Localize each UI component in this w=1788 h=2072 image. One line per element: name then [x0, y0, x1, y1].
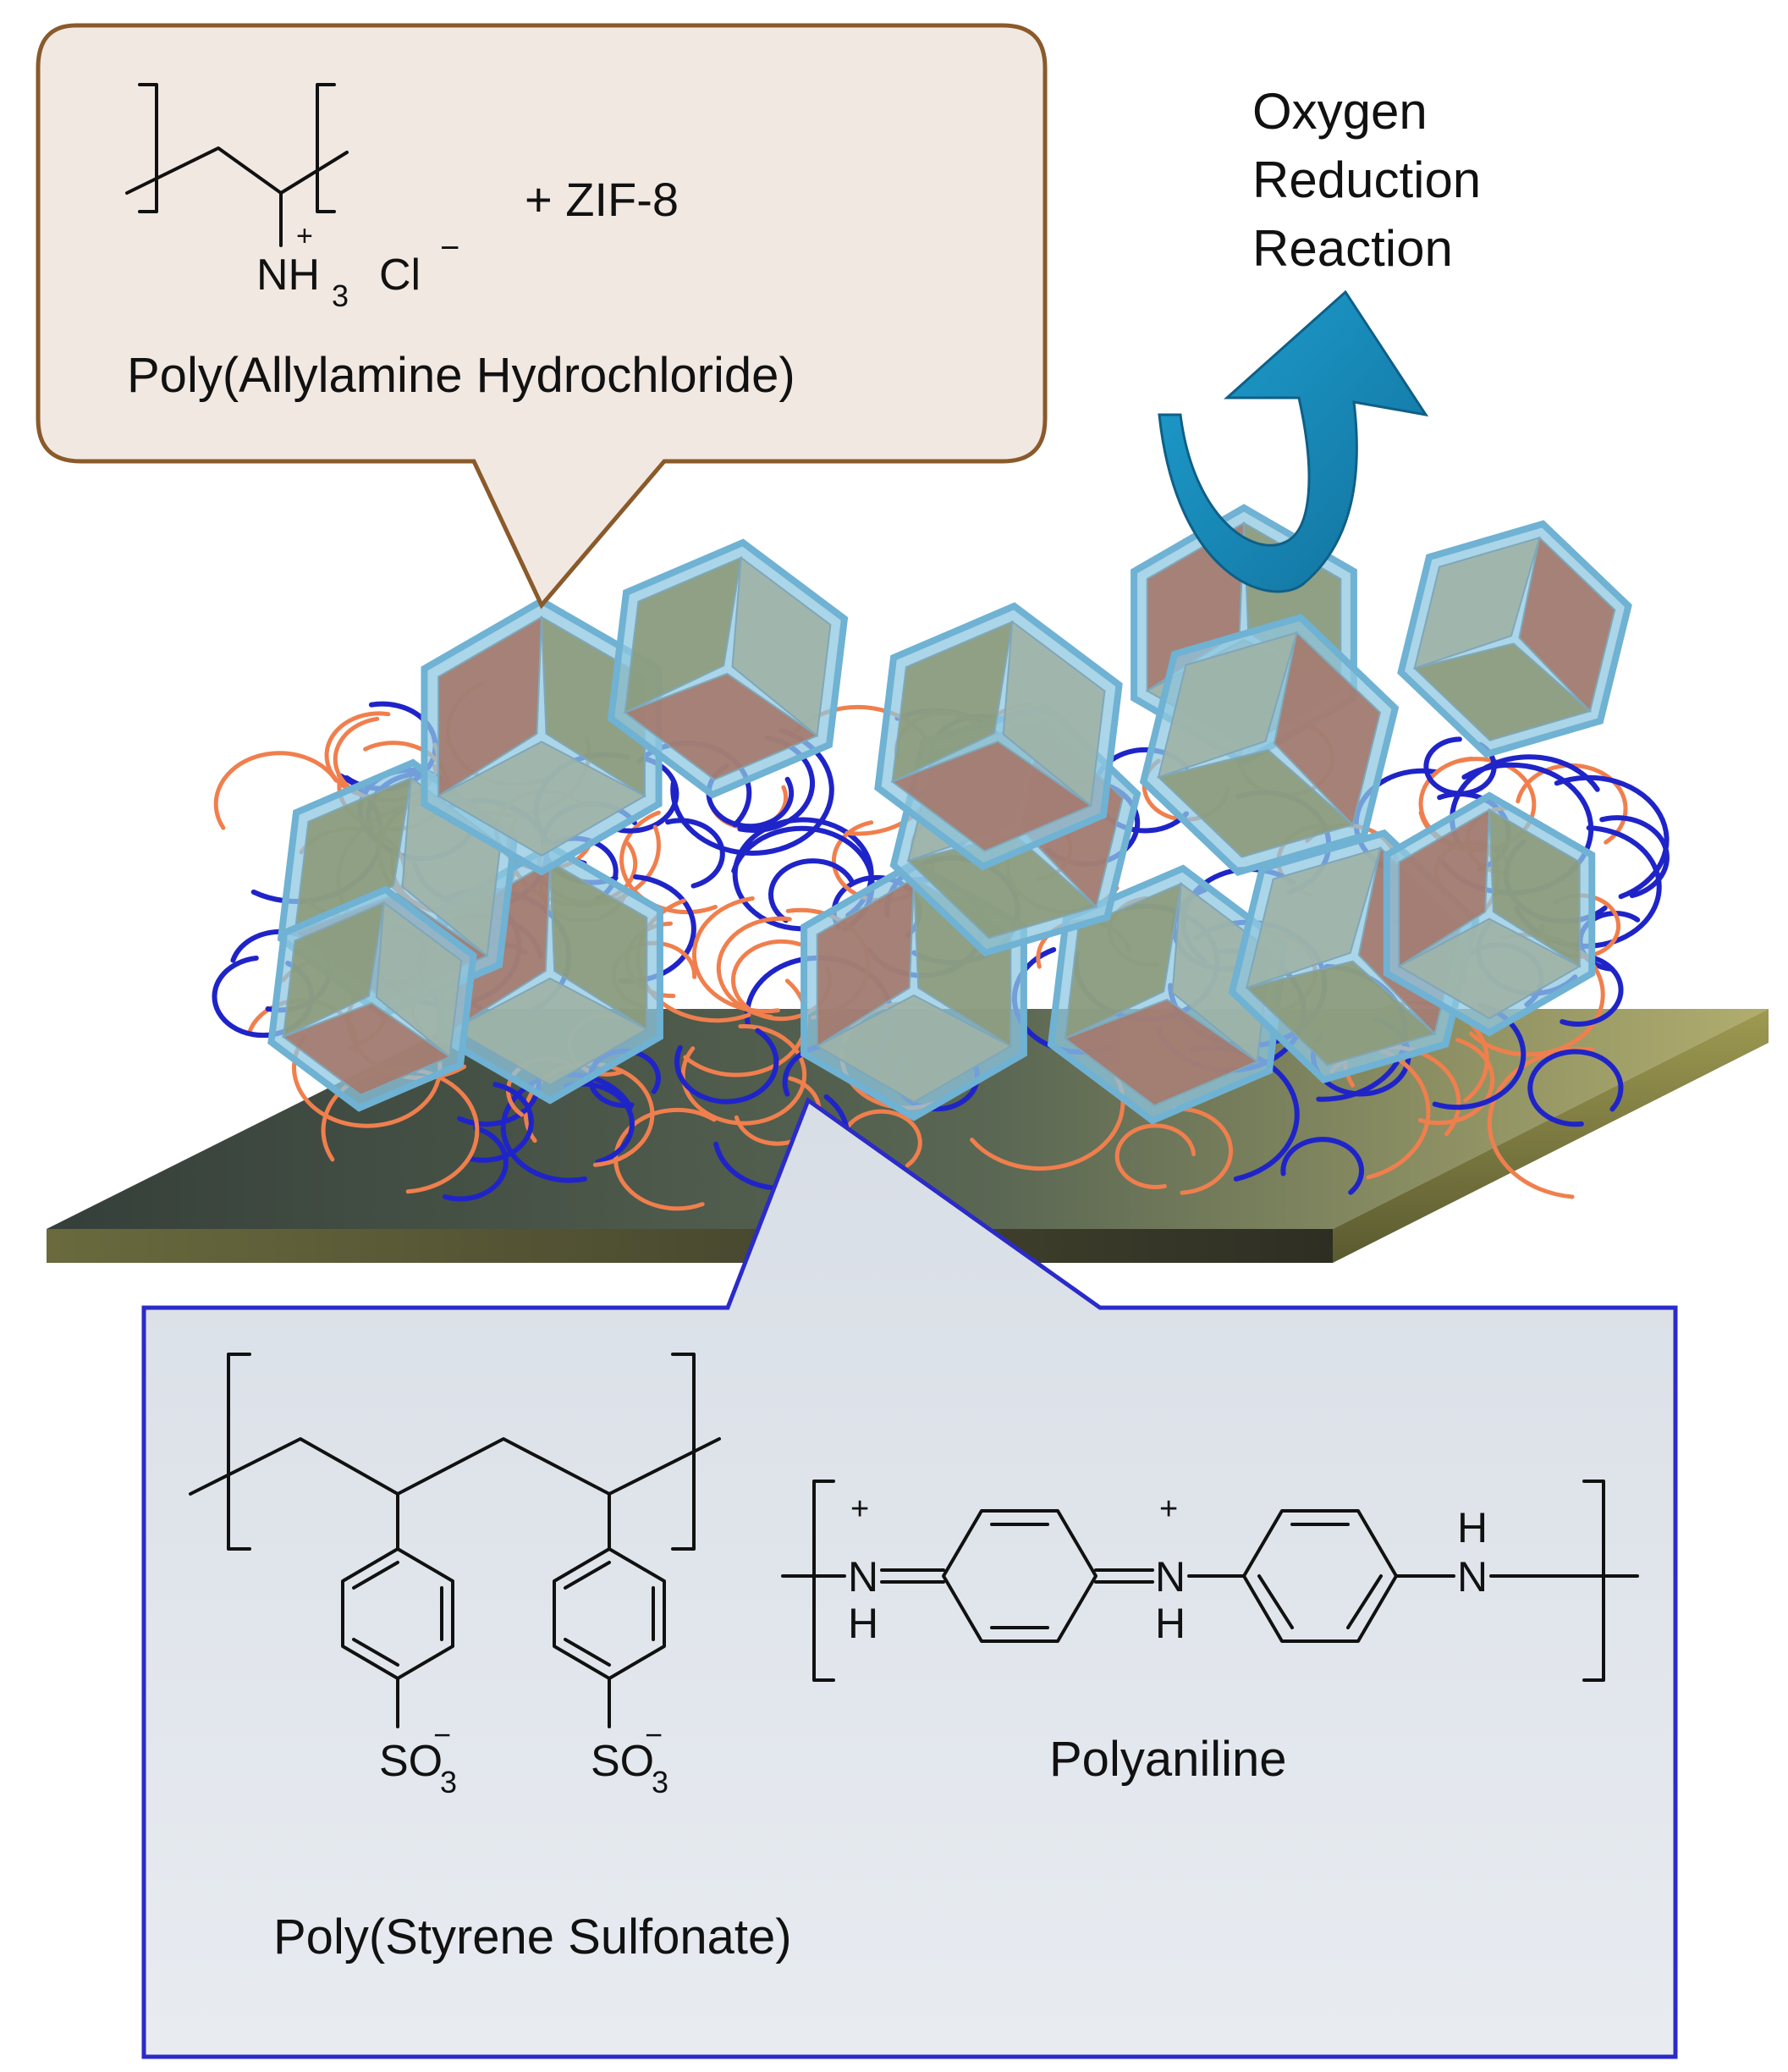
- bottom-callout-box: [141, 1097, 1678, 2059]
- pani-name-label: Polyaniline: [1049, 1732, 1287, 1787]
- pah-bracket-right: [316, 83, 336, 213]
- pani-n2: N: [1155, 1553, 1186, 1601]
- pss-chain-loop: [1599, 815, 1670, 899]
- pss-chain-loop: [665, 818, 725, 889]
- pani-chain-loop: [523, 1061, 655, 1167]
- pss-chain-loop: [670, 728, 834, 856]
- pss-chain-loop: [1554, 774, 1670, 900]
- pah-amine-subscript: 3: [332, 278, 349, 313]
- pani-h3: H: [1457, 1504, 1488, 1551]
- pss-charge-1: −: [433, 1717, 451, 1752]
- pah-amine-label: NH: [256, 251, 320, 300]
- pss-charge-2: −: [645, 1717, 663, 1752]
- pani-plus-1: +: [850, 1491, 869, 1527]
- bottom-callout: SO 3 − SO 3 − Poly(Styrene Sulfonate) N …: [141, 1097, 1678, 2059]
- pss-chain-loop: [1423, 736, 1497, 796]
- pss-group-label-2: SO: [591, 1737, 654, 1786]
- pani-chain-loop: [1114, 1123, 1197, 1189]
- orr-label-line3: Reaction: [1252, 220, 1453, 277]
- pah-bracket-left: [138, 83, 158, 213]
- pss-chain-loop: [1560, 956, 1624, 1027]
- pss-chain-loop: [468, 1082, 534, 1163]
- orr-arrow: [1158, 289, 1429, 593]
- pss-structure: SO 3 − SO 3 −: [189, 1353, 721, 1799]
- orr-label-line1: Oxygen: [1252, 83, 1428, 140]
- pani-n1: N: [848, 1553, 878, 1601]
- pss-chain-loop: [443, 1125, 509, 1202]
- pss-name-label: Poly(Styrene Sulfonate): [273, 1909, 792, 1965]
- pani-chain-loop: [213, 751, 338, 830]
- pani-double-bond-1: [880, 1568, 945, 1584]
- pani-bracket-right: [1582, 1480, 1605, 1682]
- pss-chain-loop: [674, 1028, 779, 1105]
- pani-chain-loop: [840, 1109, 922, 1168]
- pani-h2: H: [1155, 1600, 1186, 1647]
- zif8-additive-label: + ZIF-8: [525, 173, 679, 226]
- pah-minus-sign: −: [440, 229, 459, 267]
- top-callout-bubble: [36, 23, 1048, 609]
- zif8-crystal: [1047, 864, 1289, 1125]
- pani-bracket-left: [812, 1480, 835, 1682]
- pah-plus-sign: +: [296, 220, 313, 252]
- pss-chain-loop: [1527, 1049, 1624, 1127]
- pss-group-subscript-1: 3: [440, 1765, 457, 1799]
- pah-backbone: [125, 146, 349, 195]
- zif8-crystal: [1397, 520, 1632, 758]
- pss-backbone: [189, 1437, 721, 1496]
- zif8-crystal: [874, 602, 1123, 871]
- pani-chain-loop: [1172, 1106, 1234, 1195]
- pss-bracket-left: [227, 1353, 251, 1551]
- orr-curved-arrow: [1158, 289, 1429, 593]
- zif8-crystal: [607, 538, 849, 799]
- pss-chain-loop: [768, 858, 855, 923]
- pss-chain-loop: [1280, 1137, 1364, 1195]
- pani-structure: N + H N + H N H: [781, 1480, 1639, 1682]
- zif8-crystal: [1383, 791, 1596, 1037]
- pani-h1: H: [848, 1600, 878, 1647]
- pss-group-subscript-2: 3: [652, 1765, 668, 1799]
- pani-chain-loop: [716, 916, 792, 1019]
- pani-chain-loop: [1516, 763, 1628, 845]
- pss-group-label-1: SO: [379, 1737, 443, 1786]
- pani-plus-2: +: [1159, 1491, 1178, 1527]
- top-callout: + NH 3 Cl − + ZIF-8 Poly(Allylamine Hydr…: [36, 23, 1048, 609]
- pani-double-bond-2: [1094, 1568, 1154, 1584]
- zif8-crystal: [421, 597, 663, 876]
- pani-quinoid-ring: [942, 1509, 1098, 1643]
- orr-label-line2: Reduction: [1252, 152, 1481, 208]
- zif8-crystal: [1139, 613, 1400, 877]
- pani-chain-loop: [292, 1034, 443, 1128]
- pah-structure: + NH 3 Cl −: [125, 83, 459, 313]
- pah-chloride-label: Cl: [379, 251, 421, 300]
- pani-chain-loop: [1417, 1038, 1495, 1126]
- zif8-crystal-layer: [267, 504, 1632, 1125]
- pah-name-label: Poly(Allylamine Hydrochloride): [127, 348, 795, 403]
- zif8-crystal: [267, 885, 477, 1112]
- pani-n3: N: [1457, 1553, 1488, 1601]
- orr-label: Oxygen Reduction Reaction: [1252, 83, 1481, 277]
